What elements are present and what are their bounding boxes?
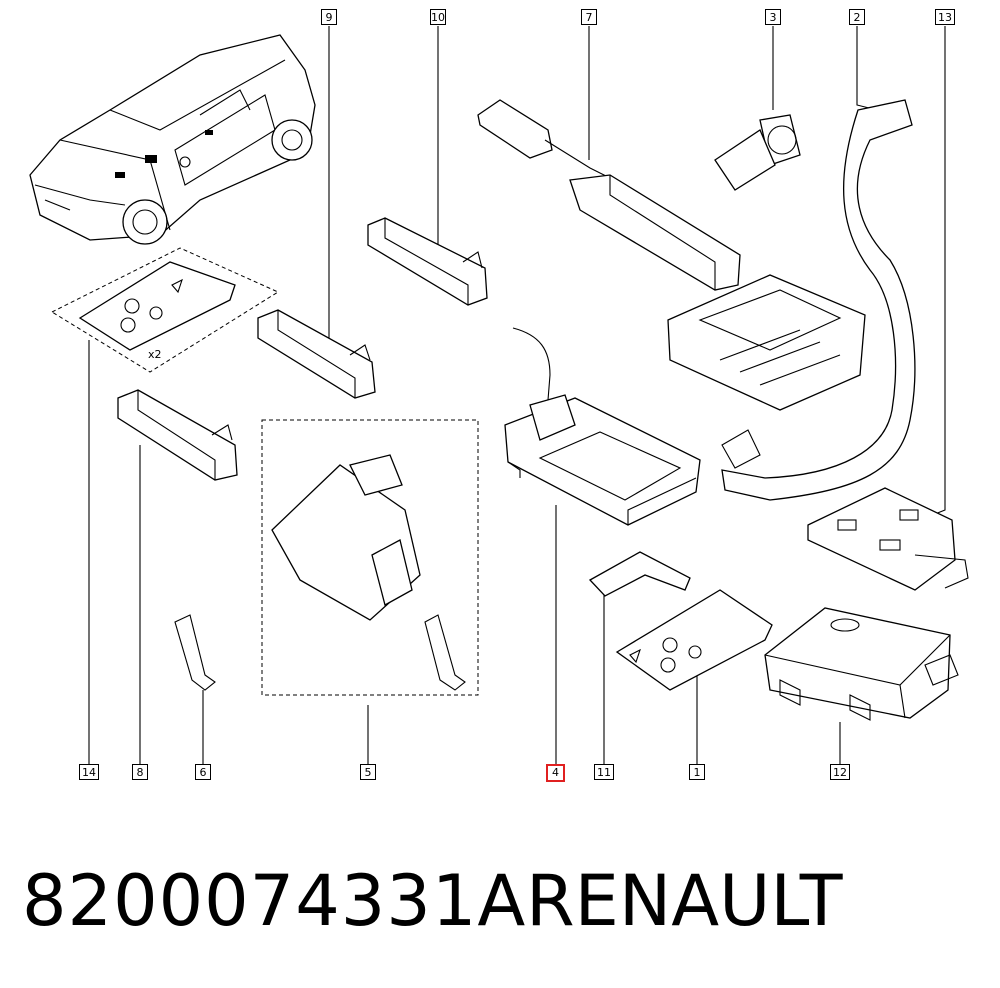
callout-4-highlighted: 4 [546, 764, 565, 782]
callout-9: 9 [321, 9, 337, 25]
part-2-strap [721, 99, 916, 501]
part-number: 8200074331A [22, 860, 527, 942]
callout-2: 2 [849, 9, 865, 25]
part-1-card [615, 589, 773, 691]
part-5-module-kit [174, 419, 479, 696]
part-9-bracket [257, 309, 376, 399]
part-14-card-pair: x2 [50, 247, 280, 373]
callout-11: 11 [594, 764, 614, 780]
callout-5: 5 [360, 764, 376, 780]
part-13-plate [807, 487, 969, 591]
part-11-key-blade [588, 551, 691, 597]
car-illustration [29, 34, 316, 245]
callout-10: 10 [430, 9, 446, 25]
callout-7: 7 [581, 9, 597, 25]
callout-12: 12 [830, 764, 850, 780]
part-3-connector [714, 114, 801, 191]
fuse-box-unit [667, 274, 866, 411]
part-8-bracket [117, 389, 238, 481]
part-12-control-unit [764, 607, 959, 721]
part-10-bracket [367, 217, 488, 306]
callout-6: 6 [195, 764, 211, 780]
brand-name: RENAULT [526, 860, 843, 942]
callout-3: 3 [765, 9, 781, 25]
callout-13: 13 [935, 9, 955, 25]
callout-14: 14 [79, 764, 99, 780]
callout-1: 1 [689, 764, 705, 780]
quantity-note: x2 [148, 348, 162, 361]
callout-8: 8 [132, 764, 148, 780]
part-4-module [504, 327, 701, 526]
leader-lines [88, 26, 946, 764]
part-7-antenna-strip [477, 99, 741, 291]
